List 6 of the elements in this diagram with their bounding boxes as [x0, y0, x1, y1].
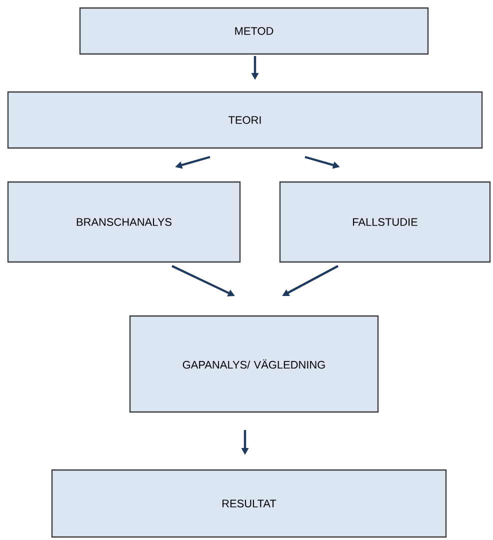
- process-box: TEORI: [7, 91, 483, 149]
- process-box: METOD: [79, 7, 429, 55]
- process-box: BRANSCHANALYS: [7, 181, 241, 263]
- process-box: FALLSTUDIE: [279, 181, 491, 263]
- process-box: RESULTAT: [51, 469, 447, 538]
- process-box: GAPANALYS/ VÄGLEDNING: [129, 315, 379, 413]
